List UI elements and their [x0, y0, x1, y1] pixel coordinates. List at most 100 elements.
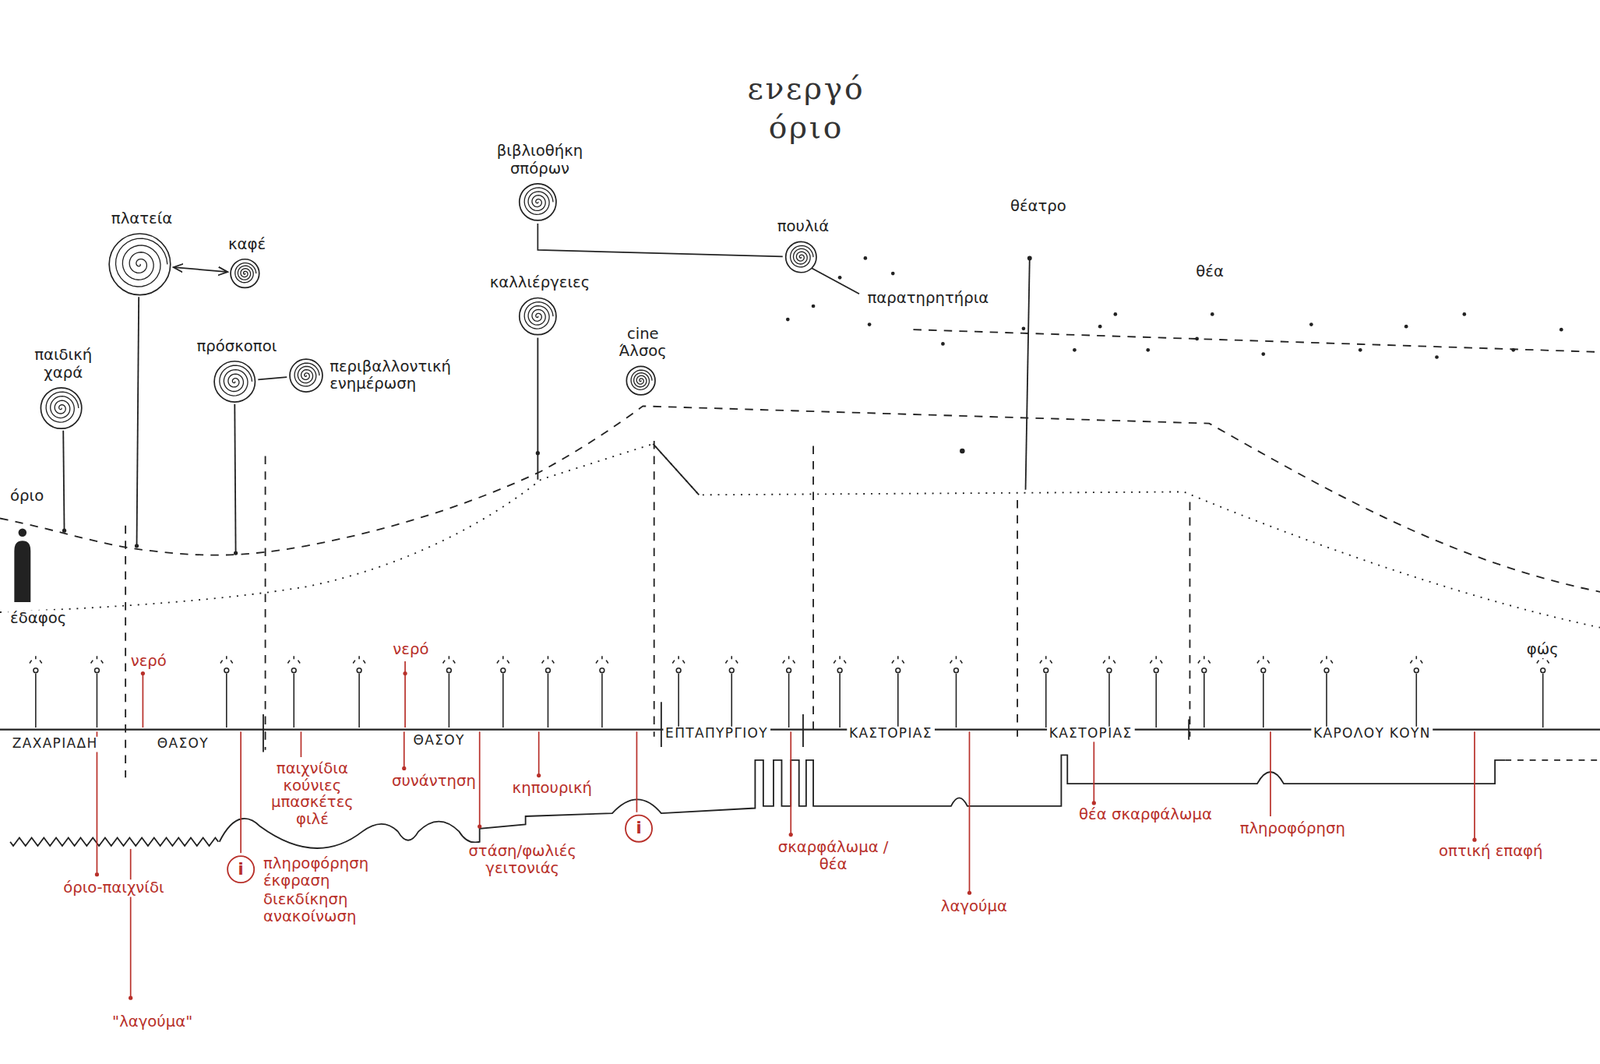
- node-shape: [229, 257, 261, 289]
- drawing-stroke: [289, 359, 323, 392]
- drawing-stroke: [838, 673, 841, 728]
- drawing-stroke: [1409, 655, 1423, 663]
- drawing-stroke: [502, 673, 504, 728]
- annotation: οπτική επαφή: [1436, 842, 1545, 861]
- drawing-stroke: [1542, 673, 1544, 728]
- drawing-stroke: [954, 668, 959, 674]
- drawing-stroke: [233, 550, 238, 555]
- underground-profile: [219, 754, 1506, 849]
- node-label: καλλιέργειες: [476, 274, 603, 293]
- stem: [234, 404, 236, 554]
- label: έδαφος: [7, 609, 68, 628]
- drawing-stroke: [1434, 355, 1439, 360]
- stem: [1025, 257, 1030, 490]
- street-lamps: [29, 655, 1550, 728]
- drawing-stroke: [812, 445, 815, 737]
- drawing-stroke: [142, 673, 145, 728]
- drawing-stroke: [811, 304, 816, 309]
- annotation: παιχνίδια κούνιες μπασκέτες φιλέ: [263, 760, 362, 828]
- drawing-stroke: [404, 661, 406, 728]
- node-shape: [39, 386, 83, 430]
- drawing-stroke: [124, 525, 127, 779]
- node-label: παιδική χαρά: [25, 346, 102, 382]
- drawing-stroke: [1210, 312, 1215, 317]
- drawing-stroke: [967, 891, 972, 896]
- drawing-stroke: [500, 668, 506, 674]
- drawing-stroke: [95, 872, 99, 877]
- drawing-stroke: [789, 832, 793, 837]
- drawing-stroke: [891, 655, 905, 663]
- drawing-stroke: [62, 528, 67, 533]
- stem: [63, 430, 64, 530]
- drawing-stroke: [1092, 800, 1097, 805]
- drawing-stroke: [538, 731, 540, 776]
- drawing-stroke: [725, 655, 738, 663]
- info-mark: i: [634, 819, 644, 839]
- drawing-stroke: [1092, 731, 1095, 804]
- spiral-node: παιδική χαρά: [39, 386, 83, 430]
- drawing-stroke: [1325, 673, 1328, 728]
- node-label: περιβαλλοντική ενημέρωση: [327, 357, 466, 393]
- street-name: ΘΑΣΟΥ: [411, 733, 467, 750]
- drawing-stroke: [45, 391, 79, 423]
- underground-profile: [1504, 759, 1600, 762]
- label: παρατηρητήρια: [865, 289, 991, 308]
- node-shape: [213, 359, 257, 403]
- street-name: ΘΑΣΟΥ: [155, 736, 211, 753]
- drawing-stroke: [40, 387, 82, 429]
- drawing-stroke: [601, 673, 603, 728]
- drawing-stroke: [955, 673, 958, 728]
- label: θέατρο: [1007, 197, 1068, 216]
- drawing-stroke: [1045, 673, 1047, 728]
- drawing-stroke: [1473, 731, 1476, 840]
- section-lines: [125, 440, 1190, 778]
- connector: [257, 377, 287, 380]
- drawing-stroke: [1198, 655, 1211, 663]
- drawing-stroke: [1027, 256, 1033, 261]
- drawing-stroke: [790, 245, 814, 267]
- drawing-stroke: [134, 543, 139, 548]
- drawing-stroke: [833, 655, 846, 663]
- drawing-stroke: [595, 655, 609, 663]
- drawing-stroke: [1155, 673, 1157, 728]
- drawing-stroke: [300, 731, 303, 758]
- drawing-stroke: [352, 655, 366, 663]
- drawing-stroke: [1358, 348, 1363, 353]
- drawing-stroke: [1257, 655, 1270, 663]
- connector: [537, 223, 783, 258]
- node-label: cine Άλσος: [605, 324, 681, 360]
- annotation: σκαρφάλωμα /θέα: [767, 838, 899, 875]
- drawing-stroke: [116, 238, 168, 287]
- drawing-stroke: [1415, 673, 1417, 728]
- drawing-stroke: [227, 856, 254, 883]
- drawing-stroke: [546, 668, 551, 674]
- drawing-stroke: [524, 187, 554, 215]
- drawing-stroke: [447, 668, 452, 674]
- drawing-stroke: [1309, 322, 1314, 327]
- label: όριο: [7, 487, 46, 506]
- drawing-stroke: [519, 298, 557, 335]
- drawing-stroke: [356, 668, 362, 674]
- drawing-stroke: [1201, 668, 1207, 674]
- spiral-node: cine Άλσος: [625, 365, 656, 396]
- drawing-stroke: [448, 673, 451, 728]
- node-label: πουλιά: [760, 218, 846, 237]
- drawing-stroke: [1559, 327, 1564, 332]
- drawing-stroke: [292, 673, 295, 728]
- drawing-stroke: [897, 673, 899, 728]
- drawing-stroke: [219, 365, 253, 396]
- label: θέα: [1194, 263, 1227, 282]
- drawing-stroke: [677, 673, 680, 728]
- drawing-stroke: [128, 996, 133, 1001]
- sky-dots: [785, 256, 1564, 360]
- drawing-stroke: [33, 668, 39, 674]
- annotation: λαγούμα: [938, 898, 1009, 917]
- drawing-stroke: [636, 731, 638, 812]
- node-label: βιβλιοθήκη σπόρων: [486, 142, 593, 178]
- drawing-stroke: [358, 673, 360, 728]
- drawing-stroke: [18, 528, 27, 537]
- street-name: ΕΠΤΑΠΥΡΓΙΟΥ: [662, 726, 770, 743]
- drawing-stroke: [1404, 324, 1409, 329]
- street-name: ΚΑΡΟΛΟΥ ΚΟΥΝ: [1311, 726, 1433, 743]
